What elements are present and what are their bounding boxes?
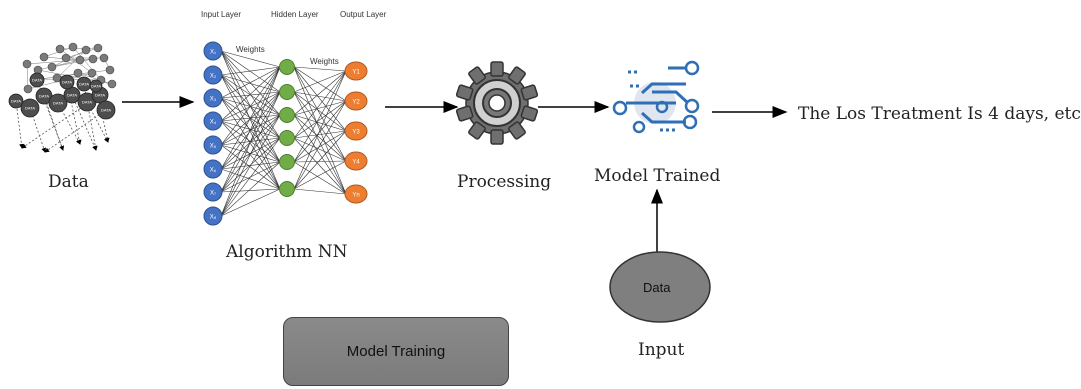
input-node: X₃: [203, 88, 223, 108]
data-dot: [22, 59, 32, 69]
hidden-node: [279, 130, 295, 146]
output-layer-label: Output Layer: [340, 10, 387, 19]
data-dot: [75, 55, 85, 65]
hidden-node: [279, 181, 295, 197]
data-dot: [39, 52, 49, 62]
input-node-label: X₈: [210, 215, 217, 221]
input-node: X₈: [203, 206, 223, 226]
data-node-label: DATA: [39, 94, 49, 99]
input-label: Input: [638, 340, 685, 360]
data-source-label: Data: [48, 172, 89, 192]
data-node: DATA: [29, 72, 45, 88]
gear-icon: [455, 61, 539, 145]
input-node: X₄: [203, 111, 223, 131]
input-node: X₅: [203, 135, 223, 155]
data-node-label: DATA: [82, 100, 92, 105]
processing-label: Processing: [457, 172, 552, 192]
output-node-label: Y4: [352, 160, 360, 166]
data-dot: [105, 65, 115, 75]
input-node: X₇: [203, 182, 223, 202]
data-node-label: DATA: [91, 84, 101, 89]
output-node: Y3: [344, 121, 368, 141]
input-node: X₆: [203, 159, 223, 179]
data-node: DATA: [20, 98, 40, 118]
data-node: DATA: [89, 79, 103, 93]
input-node-label: X₃: [210, 97, 217, 103]
hidden-node: [279, 107, 295, 123]
output-node-label: Yn: [352, 193, 359, 199]
input-node-label: X₆: [210, 168, 217, 174]
input-node-label: X₂: [210, 74, 217, 80]
data-node: DATA: [48, 93, 68, 113]
data-node-label: DATA: [101, 108, 111, 113]
input-node-label: X₄: [210, 120, 217, 126]
weights-label-2: Weights: [310, 57, 339, 66]
data-node: DATA: [96, 100, 116, 120]
input-node-label: X₇: [210, 191, 216, 197]
data-node-label: DATA: [67, 93, 77, 98]
data-node: DATA: [59, 74, 75, 90]
data-node: DATA: [76, 76, 92, 92]
input-layer-label: Input Layer: [201, 10, 242, 19]
data-node-label: DATA: [95, 93, 105, 98]
data-dot: [88, 54, 98, 64]
data-dot: [47, 62, 57, 72]
data-dot: [81, 45, 91, 55]
output-node-label: Y3: [352, 130, 360, 136]
hidden-node: [279, 154, 295, 170]
hidden-layer-label: Hidden Layer: [271, 10, 319, 19]
data-node: DATA: [8, 93, 24, 109]
data-node-label: DATA: [32, 78, 42, 83]
output-node-label: Y1: [352, 70, 360, 76]
result-label: The Los Treatment Is 4 days, etc: [798, 104, 1081, 124]
data-dot: [107, 79, 117, 89]
data-node-label: DATA: [62, 80, 72, 85]
data-dot: [23, 84, 33, 94]
input-data-ellipse: [609, 251, 711, 323]
input-node: X₁: [203, 41, 223, 61]
data-node-label: DATA: [11, 99, 21, 104]
input-node-label: X₅: [210, 144, 217, 150]
data-node: DATA: [63, 86, 81, 104]
weights-label-1: Weights: [236, 45, 265, 54]
data-node-label: DATA: [25, 106, 35, 111]
data-dot: [55, 44, 65, 54]
hidden-node: [279, 84, 295, 100]
data-dot: [93, 43, 103, 53]
data-dot: [87, 68, 97, 78]
data-node: DATA: [35, 87, 53, 105]
output-node: Y1: [344, 61, 368, 81]
output-node-label: Y2: [352, 100, 360, 106]
input-data-ellipse-label: Data: [643, 280, 671, 295]
input-node-label: X₁: [210, 50, 216, 56]
hidden-node: [279, 59, 295, 75]
output-node: Yn: [344, 184, 368, 204]
data-dot: [99, 53, 109, 63]
data-node-label: DATA: [53, 101, 63, 106]
model-training-box: Model Training: [283, 317, 509, 386]
output-node: Y2: [344, 91, 368, 111]
data-dot: [68, 42, 78, 52]
output-node: Y4: [344, 151, 368, 171]
input-node: X₂: [203, 65, 223, 85]
model-trained-label: Model Trained: [594, 166, 721, 186]
data-dot: [73, 68, 83, 78]
data-dot: [61, 53, 71, 63]
model-training-label: Model Training: [346, 343, 446, 360]
data-node-label: DATA: [79, 82, 89, 87]
nn-connections: [220, 50, 347, 217]
model-circuit-icon: [612, 60, 700, 134]
algorithm-label: Algorithm NN: [226, 242, 348, 262]
